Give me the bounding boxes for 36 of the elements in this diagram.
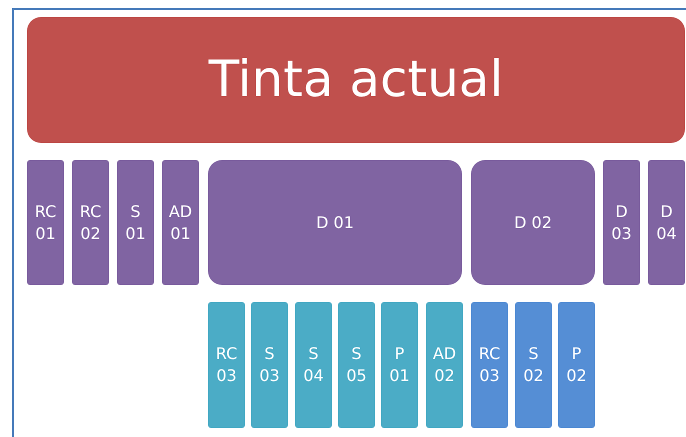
block-label: D 03 [610, 200, 633, 244]
block-label: D 04 [655, 200, 678, 244]
block-label: AD 02 [432, 343, 458, 387]
title-banner [27, 17, 685, 143]
tag-block [117, 160, 154, 285]
tag-block [72, 160, 109, 285]
block-label: S 03 [258, 343, 281, 387]
block-label: D 02 [514, 212, 552, 234]
tag-block [515, 302, 552, 428]
block-label: RC 02 [78, 200, 102, 244]
block-label: RC 03 [214, 343, 238, 387]
tag-block [558, 302, 595, 428]
block-label: RC 03 [478, 343, 502, 387]
block-label: P 02 [565, 343, 588, 387]
block-label: S 02 [522, 343, 545, 387]
tag-block [426, 302, 463, 428]
block-label: RC 01 [34, 200, 58, 244]
tag-block [381, 302, 418, 428]
block-label: AD 01 [168, 200, 194, 244]
tag-block [208, 302, 245, 428]
tag-block [27, 160, 64, 285]
title-text: Tinta actual [208, 49, 504, 110]
tag-block [338, 302, 375, 428]
tag-block [162, 160, 199, 285]
group-block [471, 160, 595, 285]
tag-block [603, 160, 640, 285]
block-label: D 01 [316, 212, 354, 234]
tag-block [648, 160, 685, 285]
group-block [208, 160, 462, 285]
block-label: S 04 [302, 343, 325, 387]
tag-block [471, 302, 508, 428]
block-label: S 05 [345, 343, 368, 387]
block-label: P 01 [388, 343, 411, 387]
block-label: S 01 [124, 200, 147, 244]
tag-block [295, 302, 332, 428]
tag-block [251, 302, 288, 428]
